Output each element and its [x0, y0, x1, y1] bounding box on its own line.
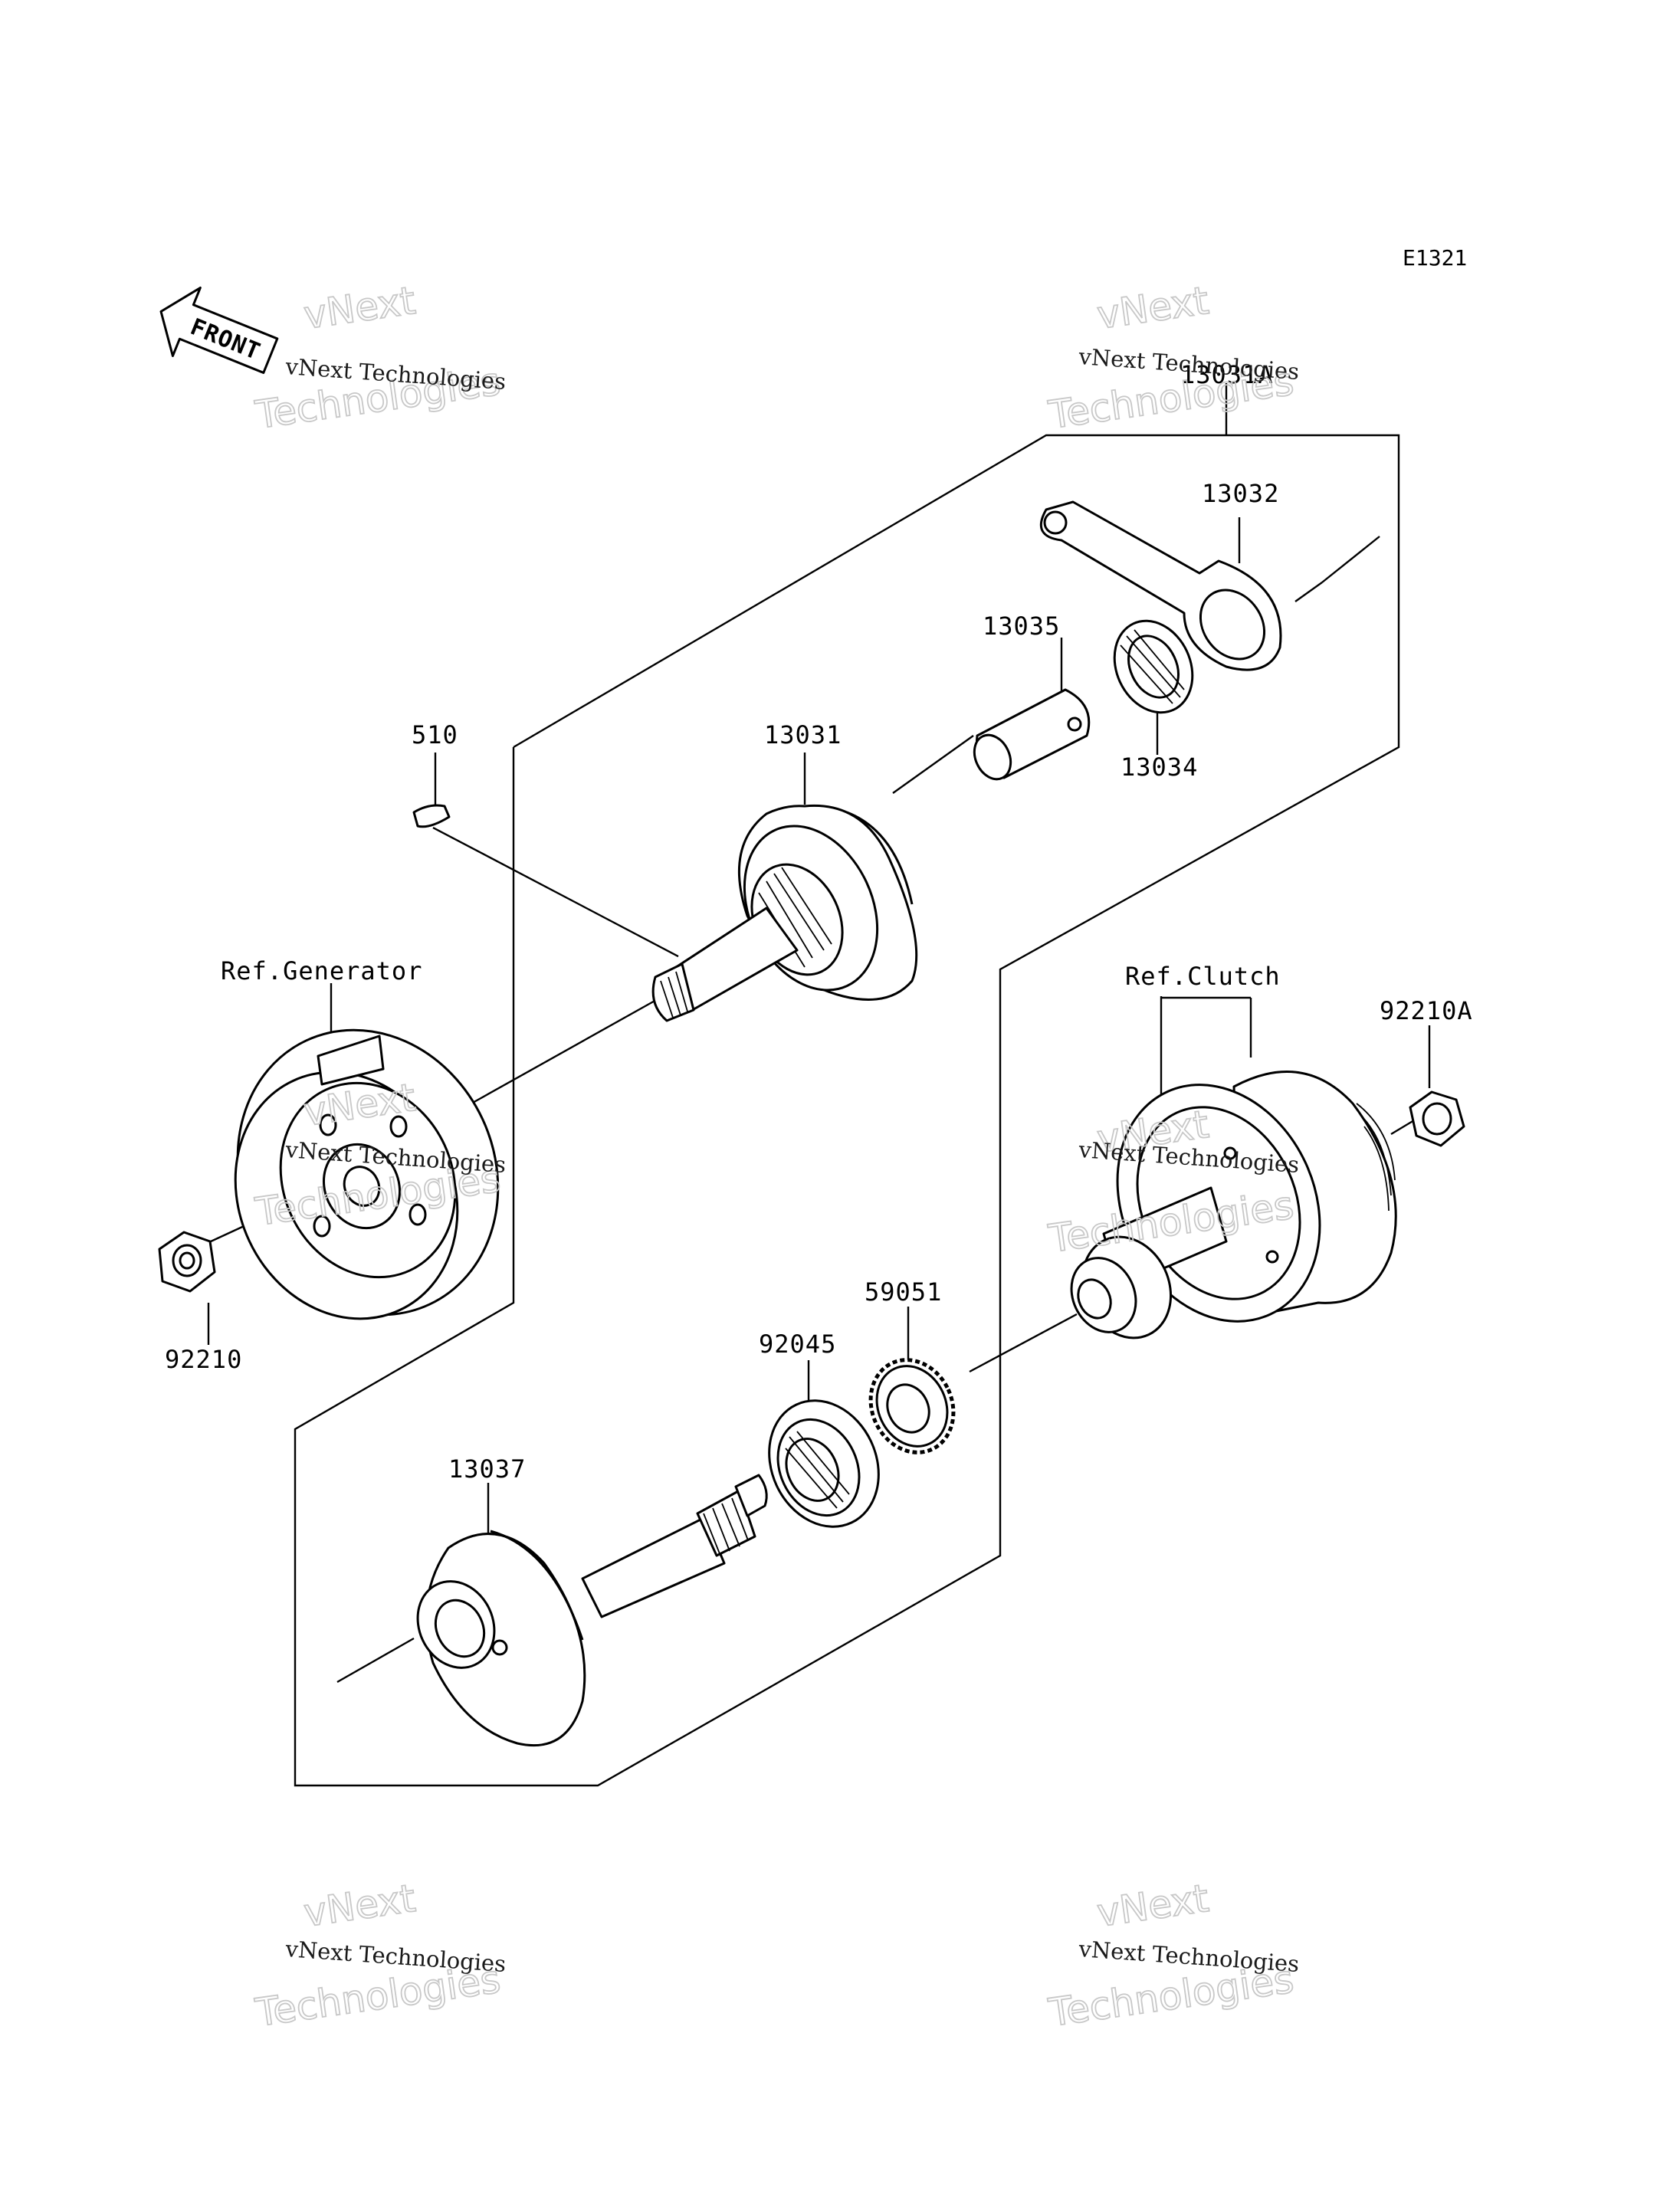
callout-510: 510 [412, 720, 458, 749]
callout-13035: 13035 [983, 612, 1060, 641]
front-arrow-icon: FRONT [159, 286, 279, 374]
assembly-outline [294, 383, 1400, 1787]
svg-text:vNext: vNext [301, 278, 418, 338]
callout-92045: 92045 [759, 1330, 836, 1359]
callout-13031A: 13031A [1180, 360, 1274, 389]
gear-59051 [868, 1358, 956, 1454]
woodruff-key-510 [412, 804, 451, 828]
callout-92210A: 92210A [1380, 996, 1473, 1025]
callout-59051: 59051 [865, 1277, 942, 1307]
callout-13034: 13034 [1121, 753, 1198, 782]
crankshaft-left-13031 [651, 804, 918, 1022]
clutch-assembly [1070, 1071, 1397, 1340]
ball-bearing-92045 [768, 1399, 880, 1528]
svg-text:vNext: vNext [1094, 1876, 1212, 1936]
needle-bearing-13034 [1113, 619, 1194, 714]
callout-13037: 13037 [448, 1454, 526, 1484]
callout-13031: 13031 [764, 720, 842, 749]
connecting-rod-13032 [1039, 500, 1282, 671]
generator-flywheel [234, 1028, 500, 1320]
svg-text:vNext: vNext [1094, 278, 1212, 338]
clutch-nut-92210A [1409, 1090, 1465, 1147]
flywheel-nut-92210 [158, 1231, 216, 1293]
callout-13032: 13032 [1202, 479, 1279, 508]
watermark-top-left: vNext Technologies [251, 277, 504, 438]
crank-pin-13035 [973, 688, 1091, 781]
callout-ref-clutch: Ref.Clutch [1125, 962, 1281, 991]
diagram-code: E1321 [1403, 245, 1467, 271]
callout-92210: 92210 [165, 1345, 242, 1374]
callout-ref-generator: Ref.Generator [221, 956, 422, 985]
crankshaft-right-13037 [416, 1474, 768, 1747]
svg-text:vNext: vNext [301, 1876, 418, 1936]
callout-labels: 13031A 13032 13035 13034 13031 510 Ref.G… [165, 360, 1473, 1484]
